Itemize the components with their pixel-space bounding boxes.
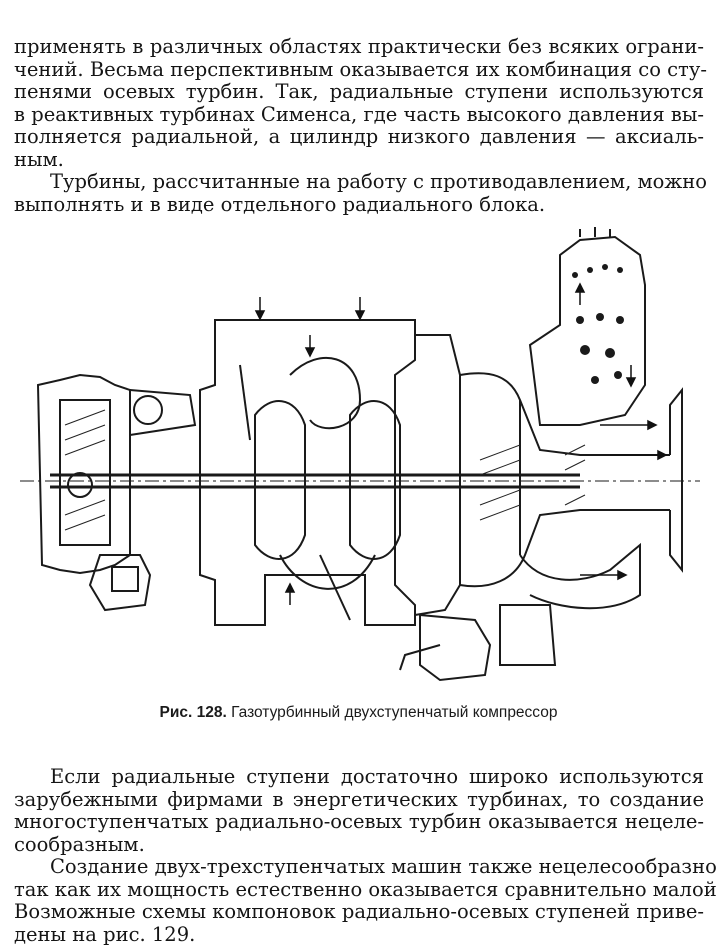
top-text-block: применять в различных областях практичес… [14, 35, 708, 216]
text-line: полняется радиальной, а цилиндр низкого … [14, 125, 704, 148]
figure-caption: Рис. 128. Газотурбинный двухступенчатый … [0, 704, 717, 722]
paragraph-multistage: Создание двух-трехступенчатых машин такж… [14, 855, 717, 946]
text-line: Возможные схемы компоновок радиально-осе… [14, 900, 704, 923]
text-line: зарубежными фирмами в энергетических тур… [14, 787, 704, 811]
caption-number: Рис. 128. [159, 704, 227, 721]
caption-text: Газотурбинный двухступенчатый компрессор [231, 704, 558, 721]
text-line: чений. Весьма перспективным оказывается … [14, 57, 707, 81]
compressor-drawing [20, 227, 700, 682]
text-line: многоступенчатых радиально-осевых турбин… [14, 810, 704, 833]
text-line: пенями осевых турбин. Так, радиальные ст… [14, 80, 704, 103]
text-line: дены на рис. 129. [14, 922, 196, 946]
text-line: Создание двух-трехступенчатых машин такж… [50, 855, 717, 878]
text-line: Турбины, рассчитанные на работу с против… [50, 170, 708, 193]
text-line: так как их мощность естественно оказывае… [14, 877, 717, 901]
paragraph-siemens: применять в различных областях практичес… [14, 35, 707, 171]
text-line: в реактивных турбинах Сименса, где часть… [14, 102, 704, 126]
text-line: ным. [14, 147, 64, 171]
text-line: сообразным. [14, 832, 145, 856]
paragraph-backpressure: Турбины, рассчитанные на работу с против… [14, 170, 708, 216]
bottom-text-block: Если радиальные ступени достаточно широк… [14, 765, 717, 946]
paragraph-radial-stages: Если радиальные ступени достаточно широк… [14, 765, 704, 856]
text-line: выполнять и в виде отдельного радиальног… [14, 192, 546, 216]
text-line: Если радиальные ступени достаточно широк… [50, 765, 704, 788]
text-line: применять в различных областях практичес… [14, 35, 704, 58]
